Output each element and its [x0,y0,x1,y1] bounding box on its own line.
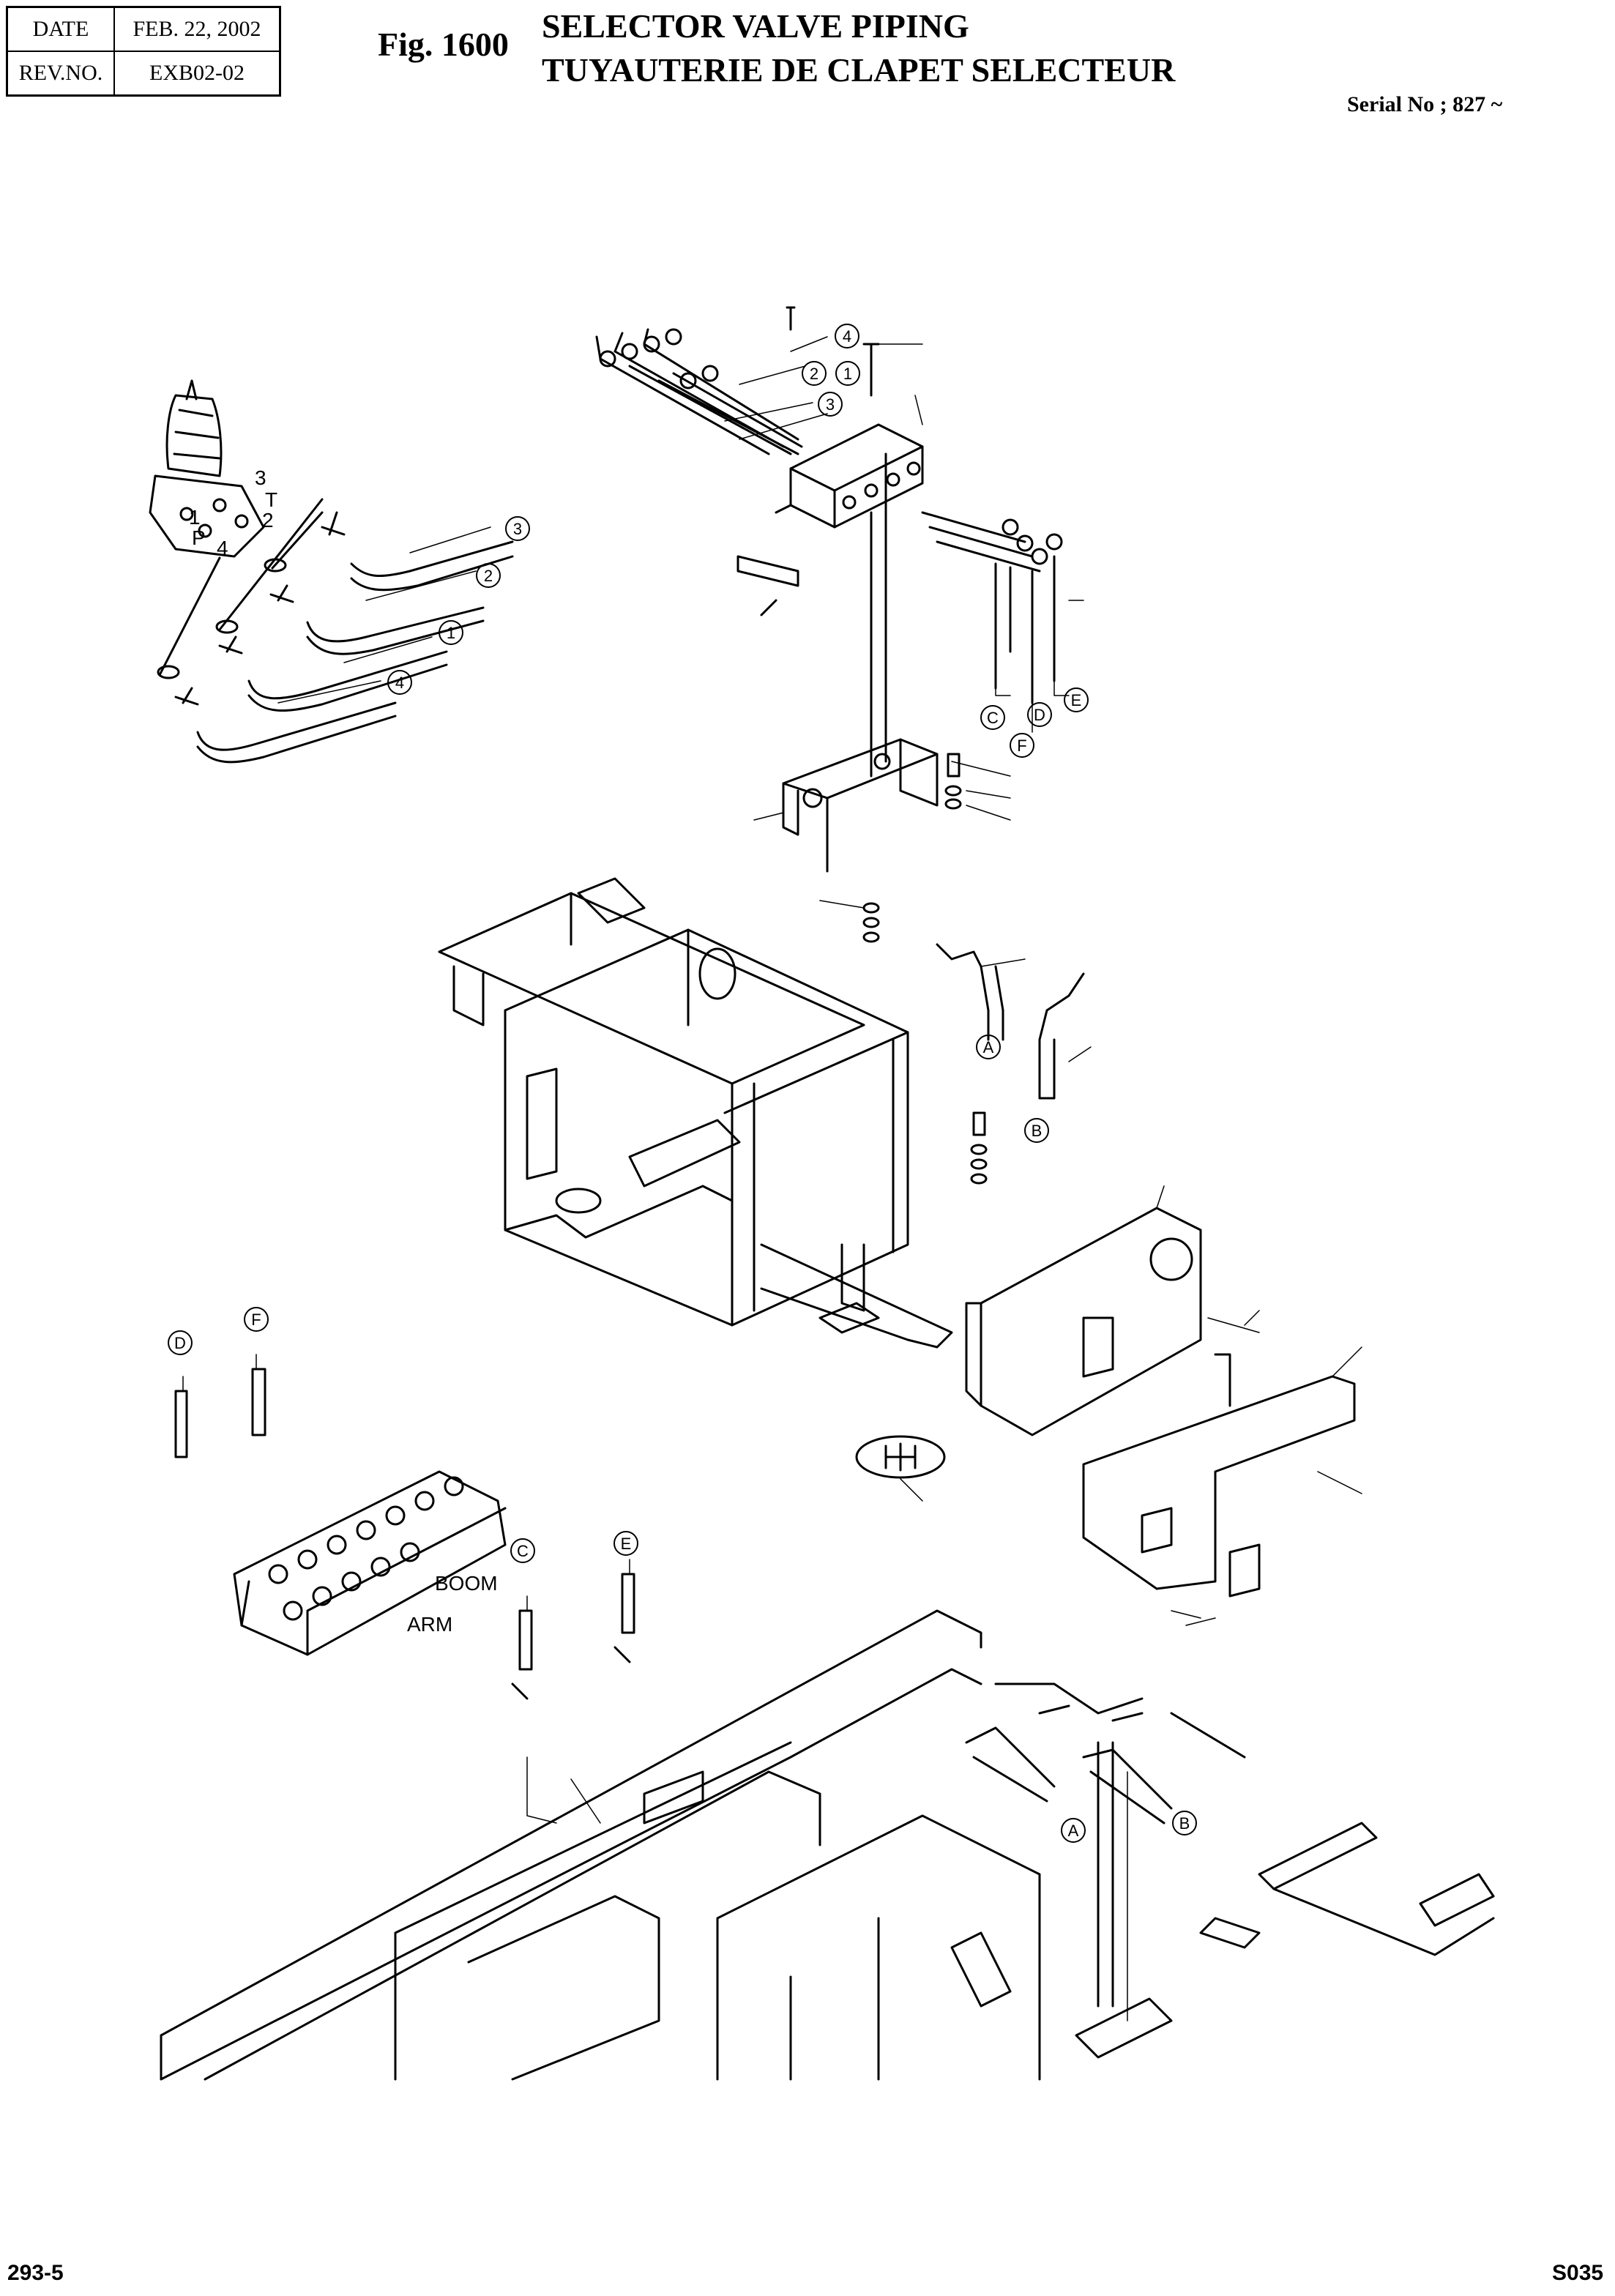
callout-E2: E [621,1535,632,1553]
leader-lines [182,336,1362,2021]
callout-circle-3 [505,516,530,541]
callout-circle-D2 [168,1330,193,1355]
callout-circle-2b [802,361,827,386]
callout-A: A [983,1038,994,1056]
upper-frame [160,1609,1495,2081]
rev-value: EXB02-02 [113,51,281,97]
selector-hoses-upper-left [595,328,803,455]
callout-circle-A [976,1035,1001,1059]
callout-circle-4b [835,324,859,348]
callout-4: 4 [395,674,404,692]
date-value: FEB. 22, 2002 [113,6,281,52]
fasteners [862,753,988,1185]
callout-F: F [1017,737,1026,755]
page-number: 293-5 [7,2261,64,2285]
title-french: TUYAUTERIE DE CLAPET SELECTEUR [542,51,1176,89]
port-label-3: 3 [255,466,266,489]
callout-circle-1 [439,620,463,645]
callout-D: D [1034,706,1045,724]
callout-circle-C [980,705,1005,730]
serial-range: Serial No ; 827 ~ [1347,92,1503,116]
decal-plates [855,1435,1261,1598]
revision-table: DATE FEB. 22, 2002 REV.NO. EXB02-02 [6,6,281,97]
boom-label: BOOM [435,1572,498,1595]
port-label-1: 1 [189,506,201,529]
side-plates [965,1207,1356,1590]
callout-3: 3 [513,520,522,538]
callout-E: E [1071,691,1082,709]
port-label-P: P [192,526,206,549]
callout-labels: 3 2 1 4 4 2 1 3 C D E F A B D F C E A B [174,327,1190,1840]
port-labels: 3 T 1 2 P 4 [189,466,277,559]
callout-C: C [987,709,999,727]
callout-circle-E2 [613,1531,638,1556]
callout-1b: 1 [843,365,852,383]
callout-circle-F [1010,733,1034,758]
control-valve-assembly [233,1470,507,1656]
callout-2: 2 [484,567,493,585]
callout-circle-B2 [1172,1811,1197,1835]
callout-1: 1 [447,624,455,642]
callout-circle-4 [387,670,412,695]
ab-elbow-hoses [936,943,1085,1100]
pilot-control-lever [149,379,265,558]
port-label-2: 2 [262,509,274,532]
callout-B: B [1032,1122,1043,1140]
callout-circle-A2 [1061,1818,1086,1843]
callout-circle-F2 [244,1307,269,1332]
callout-D2: D [174,1334,186,1352]
rev-label: REV.NO. [6,51,115,97]
callout-B2: B [1179,1814,1190,1833]
callout-circles [168,324,1197,1843]
mount-frame [438,877,953,1349]
selector-valve-block [736,306,924,616]
selector-hoses-upper-right [921,511,1063,704]
port-label-T: T [265,488,277,511]
callout-2b: 2 [810,365,818,383]
callout-4b: 4 [843,327,851,346]
date-label: DATE [6,6,115,52]
hoses-cdef [174,1368,635,1700]
valve-section-labels: BOOM ARM [407,1572,498,1636]
pilot-hoses [157,498,514,764]
callout-circle-E [1064,687,1089,712]
valve-mounting-bracket [782,452,939,873]
callout-circle-B [1024,1118,1049,1143]
callout-circle-1b [835,361,860,386]
callout-3b: 3 [826,395,835,414]
arm-label: ARM [407,1613,452,1636]
figure-number: Fig. 1600 [378,26,509,63]
drawing-code: S035 [1552,2261,1604,2285]
port-label-4: 4 [217,537,228,559]
title-english: SELECTOR VALVE PIPING [542,7,969,45]
callout-circle-2 [476,563,501,588]
figure-title: SELECTOR VALVE PIPING TUYAUTERIE DE CLAP… [542,4,1175,92]
callout-F2: F [251,1311,261,1329]
callout-A2: A [1068,1822,1079,1840]
callout-circle-3b [818,392,843,417]
callout-C2: C [517,1542,529,1560]
callout-circle-C2 [510,1538,535,1563]
lower-ab-hoses [965,1704,1173,1824]
callout-circle-D [1027,702,1052,727]
